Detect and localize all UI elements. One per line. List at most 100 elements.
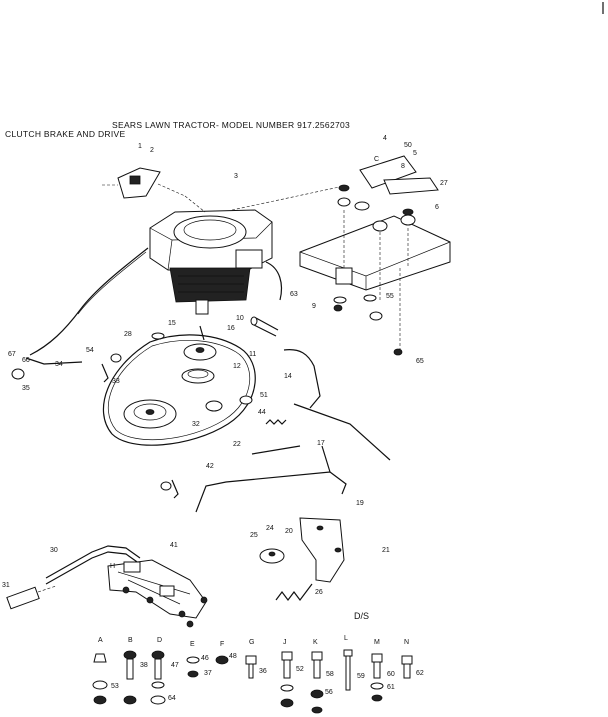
belt-assembly <box>102 332 256 446</box>
callout-50: 50 <box>404 142 412 149</box>
letter-A: A <box>98 637 103 644</box>
callout-38: 38 <box>140 662 148 669</box>
callout-31: 31 <box>2 582 10 589</box>
callout-55: 55 <box>386 293 394 300</box>
callout-60: 60 <box>387 671 395 678</box>
callout-4: 4 <box>383 135 387 142</box>
control-bracket <box>102 167 186 199</box>
frame-bracket <box>299 155 451 356</box>
drawing-code: D/S <box>354 611 370 621</box>
callout-54: 54 <box>86 347 94 354</box>
align-line-1 <box>184 195 206 213</box>
callout-63: 63 <box>290 291 298 298</box>
callout-33: 33 <box>112 378 120 385</box>
letter-M: M <box>374 639 380 646</box>
callout-9: 9 <box>312 303 316 310</box>
callout-35: 35 <box>22 385 30 392</box>
callout-44: 44 <box>258 409 266 416</box>
letter-D: D <box>157 637 162 644</box>
letter-K: K <box>313 639 318 646</box>
callout-41: 41 <box>170 542 178 549</box>
pin-15 <box>199 325 205 341</box>
callout-17: 17 <box>317 440 325 447</box>
callout-12: 12 <box>233 363 241 370</box>
callout-56: 56 <box>325 689 333 696</box>
callout-52: 52 <box>296 666 304 673</box>
callout-65: 65 <box>416 358 424 365</box>
letter-E: E <box>190 641 195 648</box>
callout-14: 14 <box>284 373 292 380</box>
callout-30: 30 <box>50 547 58 554</box>
clip-35 <box>11 368 25 380</box>
letter-B: B <box>128 637 133 644</box>
letter-J: J <box>283 639 287 646</box>
callout-59: 59 <box>357 673 365 680</box>
letter-N: N <box>404 639 409 646</box>
callout-5: 5 <box>413 150 417 157</box>
callout-64: 64 <box>168 695 176 702</box>
rod-22 <box>251 445 301 455</box>
callout-48: 48 <box>229 653 237 660</box>
cable-34 <box>25 357 83 365</box>
callout-3: 3 <box>234 173 238 180</box>
callout-20: 20 <box>285 528 293 535</box>
letter-F: F <box>220 641 224 648</box>
callout-66: 66 <box>22 357 30 364</box>
callout-6: 6 <box>435 204 439 211</box>
callout-58: 58 <box>326 671 334 678</box>
engine-cable <box>29 247 149 356</box>
bracket-54 <box>101 363 109 383</box>
callout-37: 37 <box>204 670 212 677</box>
letter-G: G <box>249 639 254 646</box>
letter-L: L <box>344 635 348 642</box>
callout-42: 42 <box>206 463 214 470</box>
callout-53: 53 <box>111 683 119 690</box>
callout-15: 15 <box>168 320 176 327</box>
callout-2: 2 <box>150 147 154 154</box>
callout-24: 24 <box>266 525 274 532</box>
shaft-11-end <box>250 316 258 326</box>
callout-26: 26 <box>315 589 323 596</box>
rod-20 <box>195 471 347 513</box>
diagram-title: SEARS LAWN TRACTOR- MODEL NUMBER 917.256… <box>112 120 351 130</box>
callout-27: 27 <box>440 180 448 187</box>
letter-C: C <box>374 156 379 163</box>
bracket-44 <box>171 479 179 499</box>
callout-11: 11 <box>249 351 256 358</box>
shaft-11 <box>251 317 279 337</box>
letter-H: H <box>110 563 115 570</box>
shift-assembly <box>6 545 208 628</box>
callout-47: 47 <box>171 662 179 669</box>
callout-1: 1 <box>138 143 142 150</box>
cross-shaft-17 <box>293 403 391 461</box>
spring-22 <box>265 419 287 425</box>
engine <box>149 209 273 315</box>
diagram-subtitle: CLUTCH BRAKE AND DRIVE <box>5 129 126 139</box>
callout-36: 36 <box>259 668 267 675</box>
engine-cable-inner <box>77 251 147 315</box>
callout-61: 61 <box>387 684 395 691</box>
callout-25: 25 <box>250 532 258 539</box>
callout-22: 22 <box>233 441 241 448</box>
callout-21: 21 <box>382 547 390 554</box>
callout-labels: 1234568910111214151617192021222425262728… <box>2 135 448 702</box>
link-17 <box>321 445 331 473</box>
callout-46: 46 <box>201 655 209 662</box>
align-line-2 <box>231 185 345 211</box>
spring-26 <box>275 583 313 601</box>
rod-63 <box>265 261 283 301</box>
callout-32: 32 <box>192 421 200 428</box>
callout-62: 62 <box>416 670 424 677</box>
hardware-row <box>92 649 413 714</box>
callout-34: 34 <box>55 361 63 368</box>
callout-28: 28 <box>124 331 132 338</box>
callout-19: 19 <box>356 500 364 507</box>
callout-16: 16 <box>227 325 235 332</box>
callout-8: 8 <box>401 163 405 170</box>
brake-lever-21 <box>299 517 345 583</box>
lever-14 <box>283 349 321 409</box>
callout-51: 51 <box>260 392 268 399</box>
callout-10: 10 <box>236 315 244 322</box>
callout-67: 67 <box>8 351 16 358</box>
